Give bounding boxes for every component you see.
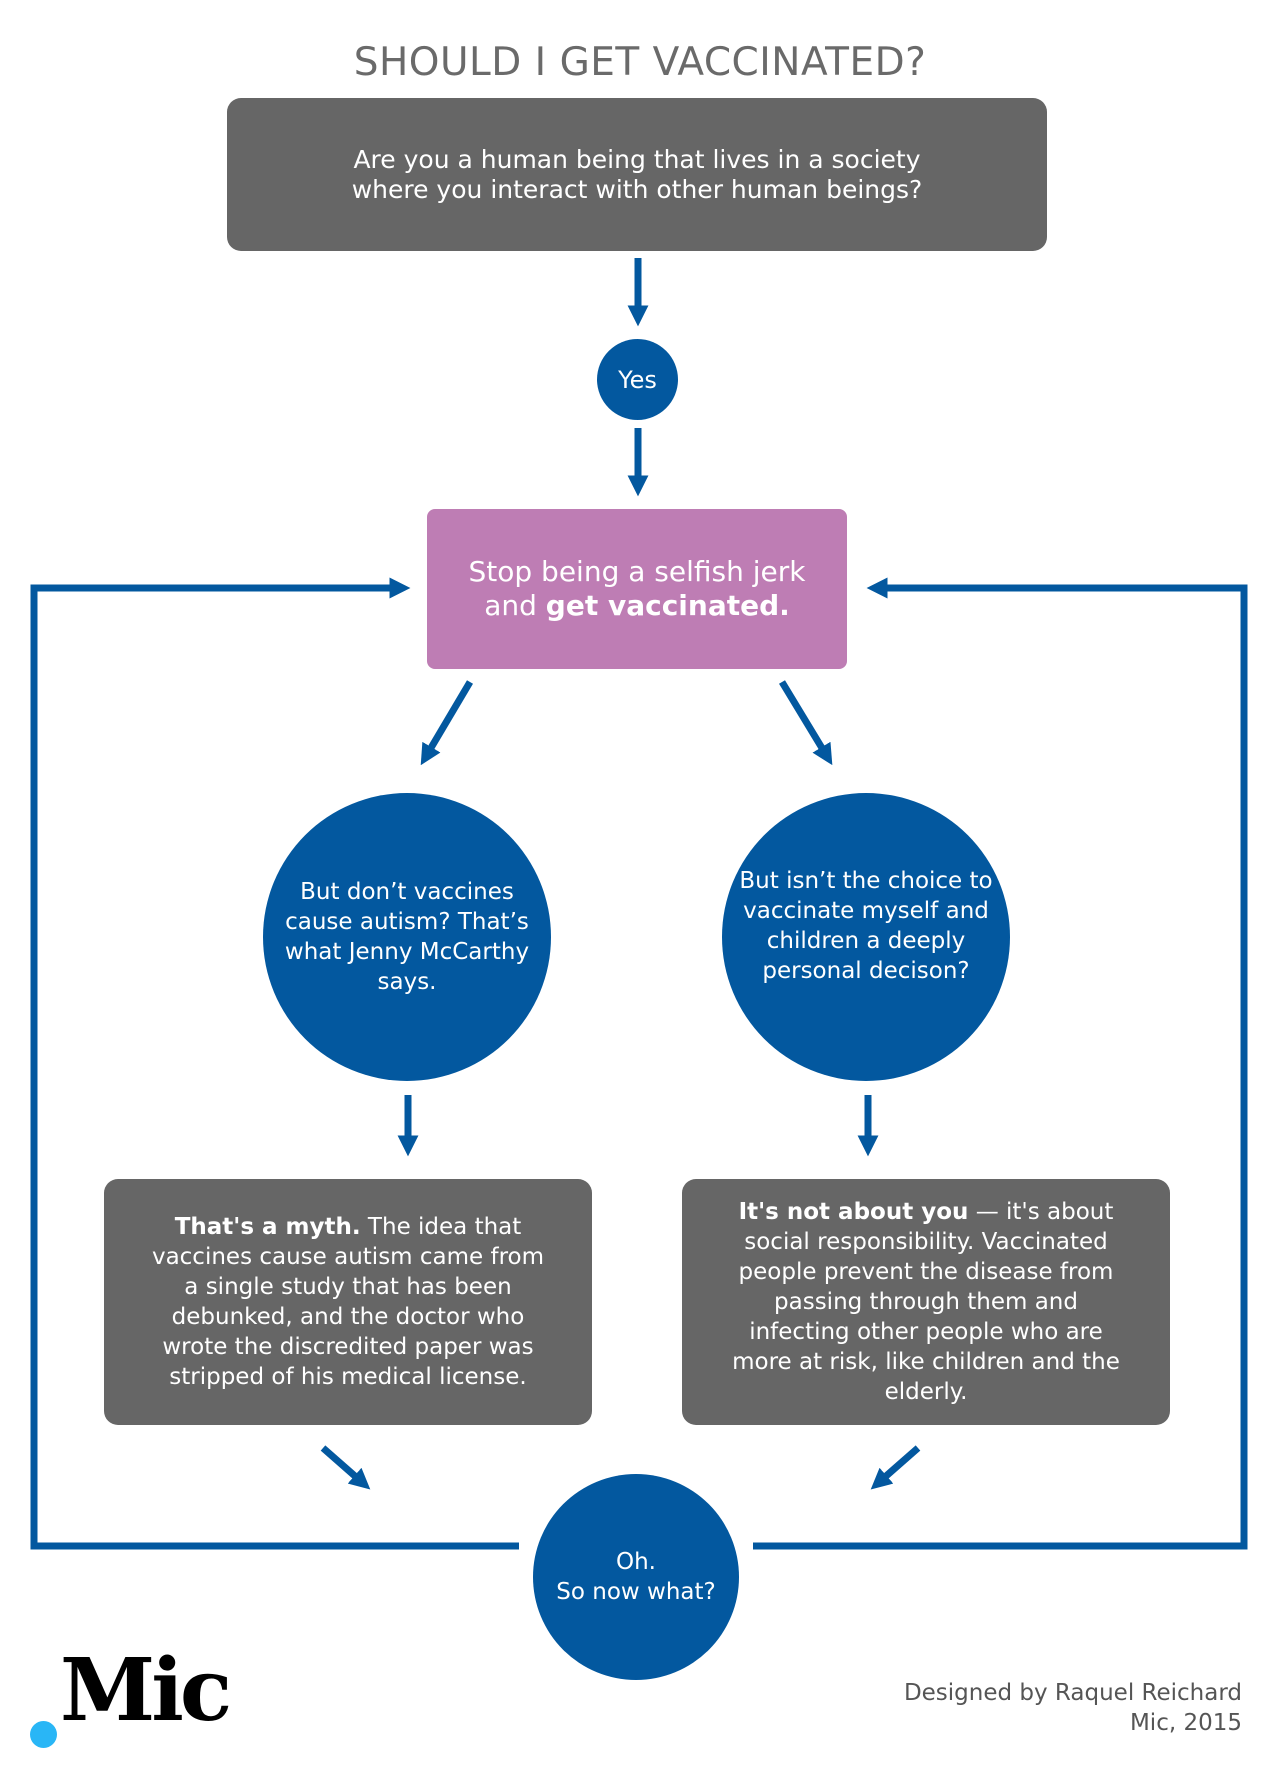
question-line-1: Are you a human being that lives in a so… <box>353 144 921 174</box>
left-question-line-2: cause autism? That’s <box>285 909 529 935</box>
left-question-line-3: what Jenny McCarthy <box>284 939 530 965</box>
right-question-line-3: children a deeply <box>766 928 966 954</box>
right-answer-line-4: passing through them and <box>774 1289 1078 1315</box>
right-question-line-1: But isn’t the choice to <box>739 868 993 894</box>
question-line-2: where you interact with other human bein… <box>351 174 923 204</box>
left-question-line-1: But don’t vaccines <box>300 879 514 905</box>
stop-box: Stop being a selfish jerk and get vaccin… <box>427 509 847 669</box>
left-answer-emphasis: That's a myth. <box>174 1214 361 1240</box>
arrow-stop-to-right-question <box>779 680 833 766</box>
oh-line-1: Oh. <box>616 1549 656 1575</box>
right-answer-line-1: It's not about you — it's about <box>738 1199 1114 1225</box>
right-question-node: But isn’t the choice to vaccinate myself… <box>722 793 1010 1081</box>
credit-designer: Designed by Raquel Reichard <box>903 1680 1242 1706</box>
mic-logo: Mic <box>28 1640 232 1741</box>
loop-left-connector <box>30 577 519 1550</box>
arrow-right-answer-to-oh <box>870 1445 921 1490</box>
right-answer-line-7: elderly. <box>884 1379 968 1405</box>
right-answer-line-6: more at risk, like children and the <box>732 1349 1120 1375</box>
right-answer-line-2: social responsibility. Vaccinated <box>744 1229 1108 1255</box>
left-answer-box: That's a myth. The idea that vaccines ca… <box>104 1179 592 1425</box>
left-question-node: But don’t vaccines cause autism? That’s … <box>263 793 551 1081</box>
page-title: SHOULD I GET VACCINATED? <box>353 40 927 85</box>
oh-line-2: So now what? <box>556 1579 716 1605</box>
yes-node: Yes <box>597 339 678 420</box>
right-answer-box: It's not about you — it's about social r… <box>682 1179 1170 1425</box>
arrow-stop-to-left-question <box>420 680 474 766</box>
arrow-left-answer-to-oh <box>320 1445 371 1490</box>
loop-right-connector <box>753 577 1248 1550</box>
logo-dot <box>30 1721 57 1748</box>
left-answer-line-1: That's a myth. The idea that <box>174 1214 522 1240</box>
left-question-line-4: says. <box>377 969 437 995</box>
left-answer-line-3: a single study that has been <box>184 1274 512 1300</box>
stop-line-2: and get vaccinated. <box>484 589 790 622</box>
right-question-line-4: personal decison? <box>762 958 970 984</box>
left-answer-line-5: wrote the discredited paper was <box>162 1334 534 1360</box>
stop-emphasis: get vaccinated. <box>545 589 790 622</box>
left-answer-line-2: vaccines cause autism came from <box>151 1244 545 1270</box>
question-box: Are you a human being that lives in a so… <box>227 98 1047 251</box>
right-answer-emphasis: It's not about you <box>738 1199 969 1225</box>
credit-publication: Mic, 2015 <box>1129 1710 1242 1736</box>
right-answer-line-3: people prevent the disease from <box>738 1259 1114 1285</box>
oh-node: Oh. So now what? <box>533 1474 739 1680</box>
right-answer-line-5: infecting other people who are <box>749 1319 1103 1345</box>
stop-line-1: Stop being a selfish jerk <box>468 555 806 588</box>
yes-label: Yes <box>618 365 657 394</box>
right-question-line-2: vaccinate myself and <box>743 898 989 924</box>
left-answer-line-6: stripped of his medical license. <box>169 1364 527 1390</box>
mic-logo-text: Mic <box>60 1640 232 1741</box>
left-answer-line-4: debunked, and the doctor who <box>171 1304 525 1330</box>
